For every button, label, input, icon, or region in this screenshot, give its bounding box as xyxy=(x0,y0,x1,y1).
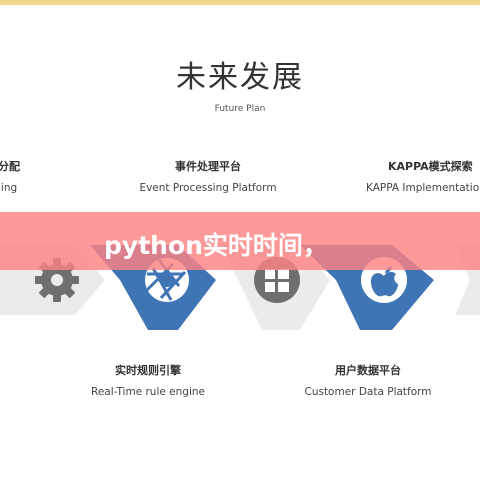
page-title: 未来发展 xyxy=(176,60,304,95)
overlay-text: python实时时间， xyxy=(104,231,328,260)
top-item-kappa: KAPPA模式探索 KAPPA Implementation xyxy=(366,158,480,194)
top-item-en: ling xyxy=(0,182,18,194)
page-subtitle: Future Plan xyxy=(214,104,266,114)
bottom-item-cdp: 用户数据平台 Customer Data Platform xyxy=(278,362,458,398)
overlay-band xyxy=(0,212,480,270)
bottom-item-en: Customer Data Platform xyxy=(304,386,432,398)
top-item-event-processing: 事件处理平台 Event Processing Platform xyxy=(108,158,308,194)
top-item-cn: 事件处理平台 xyxy=(175,160,241,173)
top-item-en: KAPPA Implementation xyxy=(366,182,480,194)
gear-icon xyxy=(35,258,79,302)
bottom-item-cn: 用户数据平台 xyxy=(335,364,401,377)
bottom-item-cn: 实时规则引擎 xyxy=(115,364,181,377)
top-item-cn: 分配 xyxy=(0,160,20,173)
top-item-cn: KAPPA模式探索 xyxy=(388,160,473,173)
bottom-item-rule-engine: 实时规则引擎 Real-Time rule engine xyxy=(58,362,238,398)
top-item-en: Event Processing Platform xyxy=(139,182,277,194)
top-accent-bar xyxy=(0,0,480,5)
bottom-item-en: Real-Time rule engine xyxy=(91,386,205,398)
top-item-distribution: 分配 ling xyxy=(0,158,20,194)
